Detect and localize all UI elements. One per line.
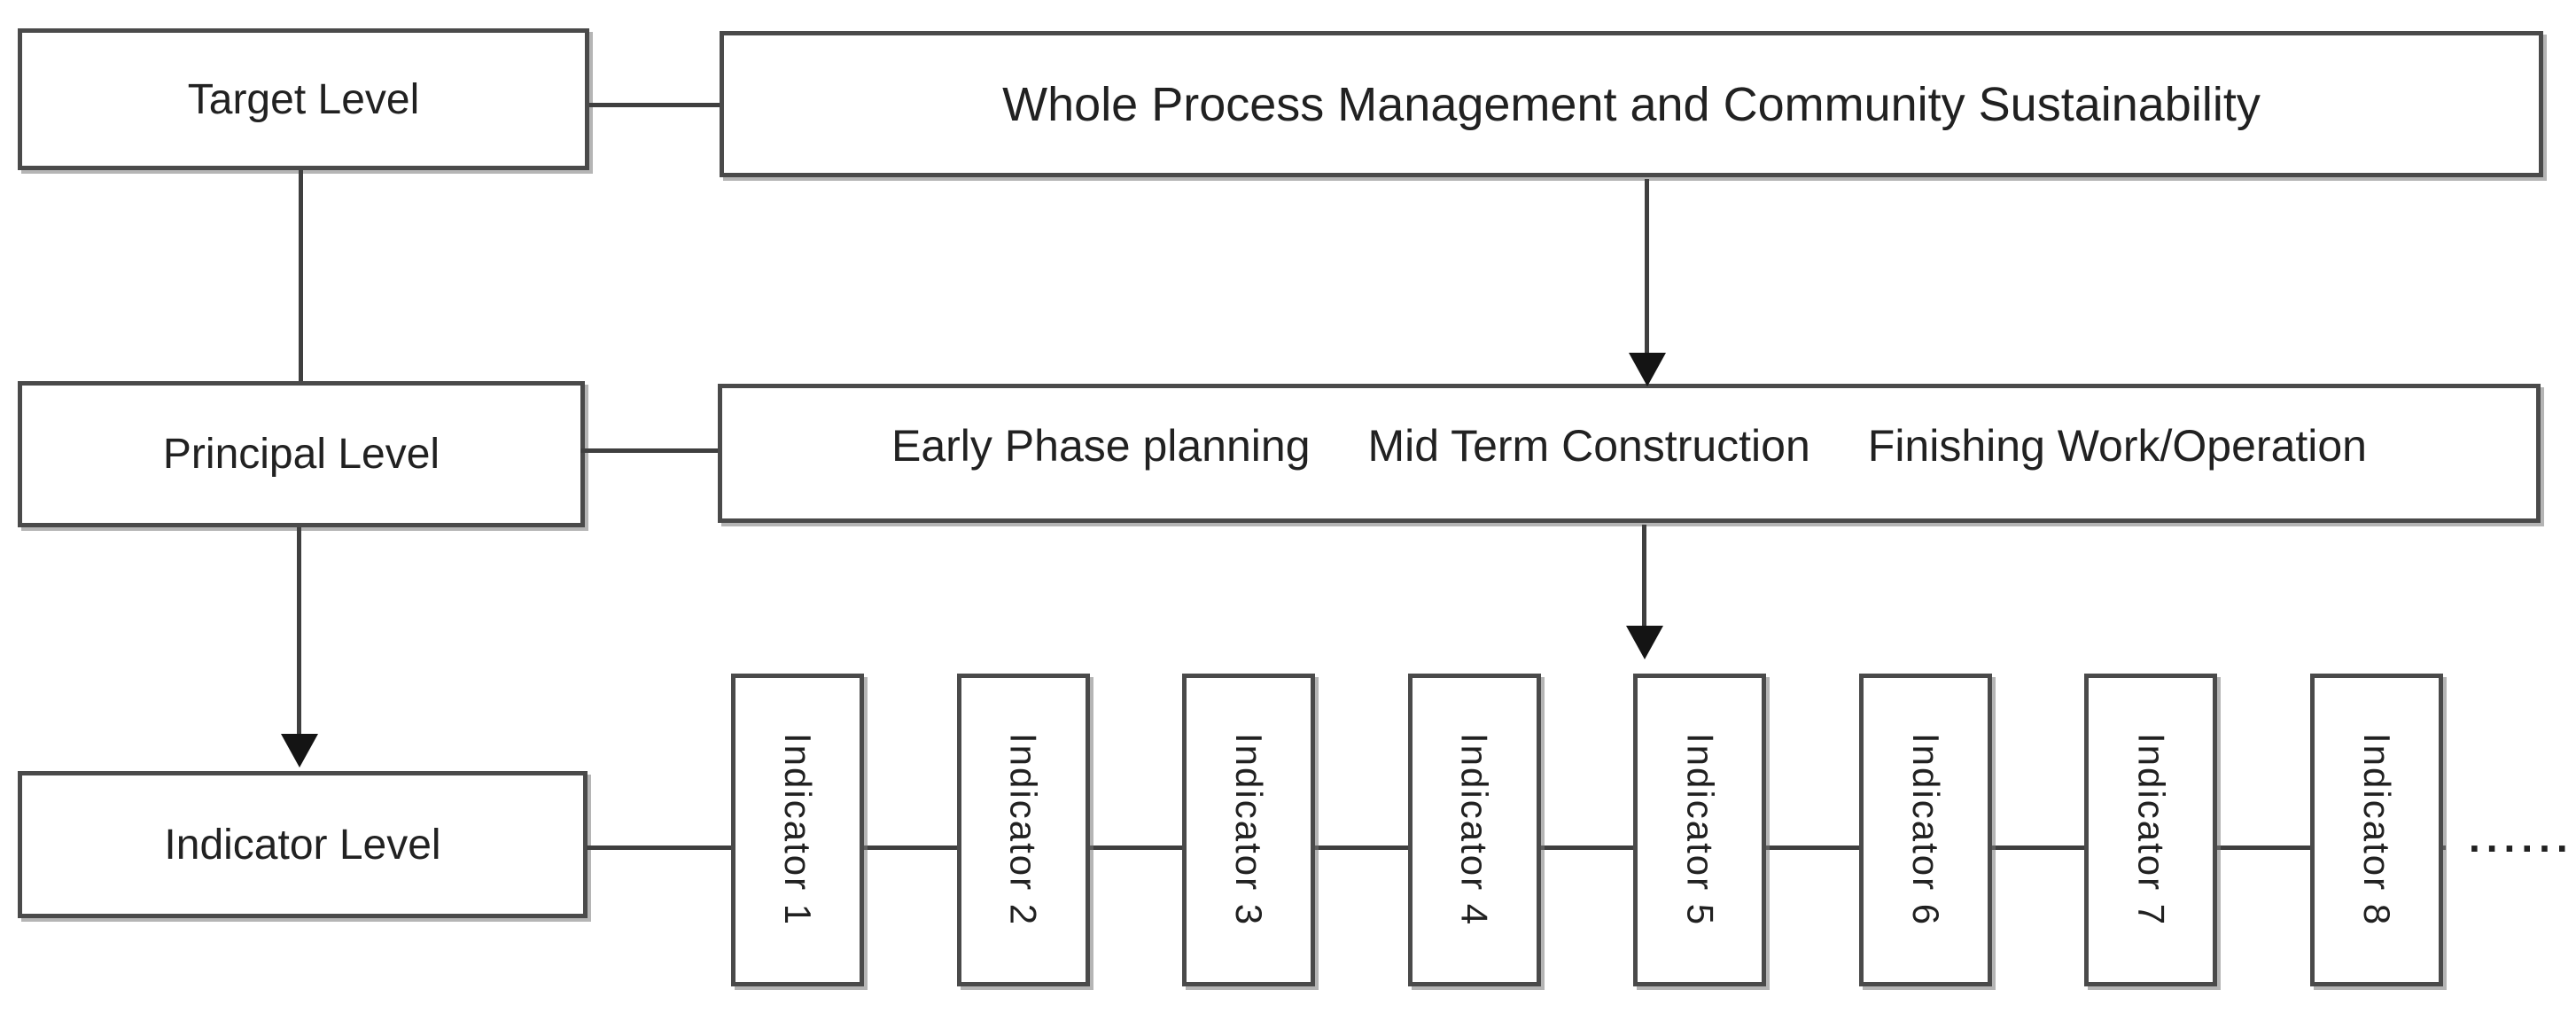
phase-early-label: Early Phase planning <box>891 420 1311 471</box>
indicator-6-box: Indicator 6 <box>1858 674 1992 986</box>
indicator-8-label: Indicator 8 <box>2355 733 2398 927</box>
indicator-row: Indicator 1 Indicator 2 Indicator 3 Indi… <box>731 674 2443 986</box>
target-level-label: Target Level <box>187 75 420 123</box>
principal-level-label: Principal Level <box>162 431 440 478</box>
indicator-level-box: Indicator Level <box>18 771 588 918</box>
indicator-7-box: Indicator 7 <box>2084 674 2218 986</box>
arrow-whole-to-phases <box>1645 179 1649 356</box>
principal-level-box: Principal Level <box>18 381 585 527</box>
arrowhead-down-icon <box>281 734 318 768</box>
indicator-4-box: Indicator 4 <box>1407 674 1541 986</box>
indicator-3-box: Indicator 3 <box>1182 674 1316 986</box>
phases-box: Early Phase planning Mid Term Constructi… <box>718 384 2541 523</box>
indicator-7-label: Indicator 7 <box>2130 733 2173 927</box>
indicator-8-box: Indicator 8 <box>2309 674 2443 986</box>
indicator-1-label: Indicator 1 <box>777 733 819 927</box>
indicator-2-label: Indicator 2 <box>1002 733 1045 927</box>
indicator-3-label: Indicator 3 <box>1228 733 1271 927</box>
connector-principal-to-phases <box>580 448 718 453</box>
phase-mid-label: Mid Term Construction <box>1367 420 1810 471</box>
arrowhead-down-icon <box>1626 626 1663 659</box>
connector-target-to-principal <box>299 170 303 381</box>
indicator-4-label: Indicator 4 <box>1453 733 1496 927</box>
indicator-5-label: Indicator 5 <box>1679 733 1722 927</box>
phase-finishing-label: Finishing Work/Operation <box>1867 420 2367 471</box>
indicator-level-label: Indicator Level <box>164 821 441 869</box>
arrow-phases-to-indicators <box>1642 525 1646 629</box>
whole-process-box: Whole Process Management and Community S… <box>720 31 2543 177</box>
target-level-box: Target Level <box>18 28 589 170</box>
indicator-2-box: Indicator 2 <box>956 674 1090 986</box>
arrowhead-down-icon <box>1629 353 1666 386</box>
connector-target-to-whole <box>589 103 720 107</box>
indicator-6-label: Indicator 6 <box>1904 733 1947 927</box>
indicator-1-box: Indicator 1 <box>731 674 864 986</box>
continuation-ellipsis: ...... <box>2469 814 2574 861</box>
indicator-5-box: Indicator 5 <box>1633 674 1767 986</box>
whole-process-label: Whole Process Management and Community S… <box>1002 77 2261 131</box>
arrow-principal-to-indicator <box>297 527 301 737</box>
